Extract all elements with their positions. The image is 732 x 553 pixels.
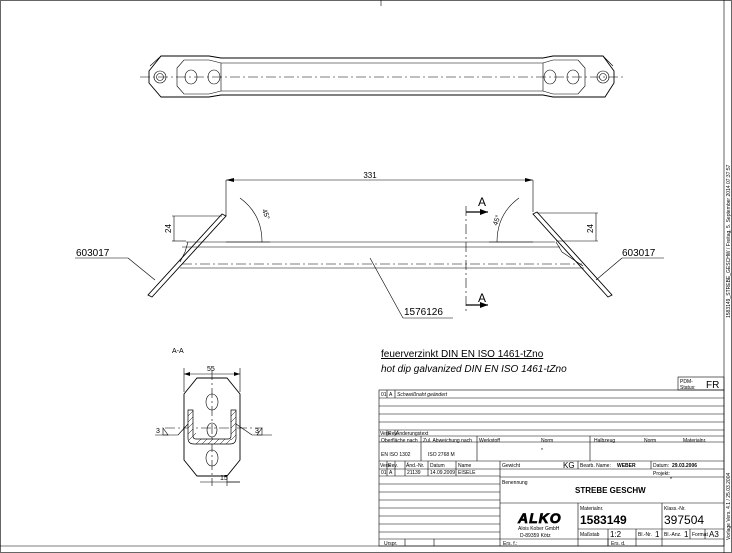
- project-label: Projekt:: [653, 471, 670, 477]
- coating-note-en: hot dip galvanized DIN EN ISO 1461-tZno: [381, 364, 567, 375]
- scale-value: 1:2: [610, 530, 622, 539]
- change-row-text: Schweißnaht geändert: [397, 392, 448, 398]
- company-name: Alois Kober GmbH: [518, 526, 560, 532]
- hist-header-number: Änd.-Nr.: [406, 462, 424, 469]
- weld-size-left: 3: [156, 428, 160, 435]
- change-header-vers: Vers.: [380, 431, 391, 437]
- top-view-strut: [140, 55, 623, 98]
- material-number: 1583149: [580, 513, 627, 527]
- bolt-hole-left-outer: [153, 70, 167, 84]
- dim-section-bottom: 15: [220, 475, 228, 482]
- designation-value: STREBE GESCHW: [575, 486, 646, 495]
- hist-row-number: 21139: [407, 470, 421, 476]
- scale-label: Maßstab: [580, 532, 600, 538]
- tolerance-value: ISO 2768 M: [428, 452, 455, 458]
- dim-length: 331: [363, 171, 377, 180]
- hist-header-name: Name: [458, 463, 472, 469]
- bolt-hole-right-inner-2: [566, 69, 580, 85]
- project-value: *: [670, 477, 672, 483]
- section-hatching: [187, 410, 237, 445]
- change-row-index: 01: [381, 392, 387, 398]
- bolt-hole-left-inner-2: [207, 69, 221, 85]
- sheet-count-value: 1: [684, 530, 689, 539]
- change-header-text: Änderungstext: [396, 430, 429, 437]
- dim-angle-left: 45°: [260, 208, 271, 221]
- replaced-by-label: Ers. d.: [611, 541, 625, 547]
- origin-label: Urspr.: [384, 541, 397, 547]
- part-label-left: 603017: [76, 248, 110, 259]
- editor-label: Bearb. Name:: [580, 463, 611, 469]
- surface-value: EN ISO 1302: [381, 452, 411, 458]
- norm-value: *: [541, 448, 543, 454]
- hist-row-vers: 01: [381, 470, 387, 476]
- side-file-stamp: 1583149_STREBE_GESCHW / Freitag, 5. Sept…: [726, 164, 732, 318]
- weld-size-right: 3: [255, 428, 259, 435]
- company-logo: ALKO: [517, 510, 562, 526]
- date-value: 29.03.2006: [672, 463, 697, 469]
- weight-unit: KG: [563, 461, 575, 470]
- part-label-center: 1576126: [404, 307, 443, 318]
- bolt-hole-right-outer: [596, 70, 610, 84]
- company-address: D-89359 Kötz: [520, 533, 551, 539]
- material-number-label: Materialnr.: [580, 506, 603, 512]
- sheet-no-label: Bl.-Nr.: [638, 532, 652, 538]
- side-view-strut: [75, 178, 664, 319]
- class-number: 397504: [664, 513, 704, 527]
- pdm-label-1: PDM-: [680, 379, 693, 385]
- section-marker-top: A: [478, 195, 486, 209]
- dim-height-right: 24: [586, 224, 595, 233]
- date-label: Datum:: [653, 463, 669, 469]
- section-view-label: A-A: [172, 348, 184, 355]
- hist-row-rev: A: [389, 470, 393, 476]
- weight-label: Gewicht: [502, 463, 521, 469]
- pdm-status: FR: [706, 380, 719, 391]
- bolt-hole-right-inner-1: [543, 69, 557, 85]
- hist-row-name: EISELE: [458, 470, 476, 476]
- part-label-right: 603017: [622, 248, 656, 259]
- dim-angle-right: 45°: [491, 214, 502, 227]
- side-template-version: Vorlage Vers. 4.1 / 25.03.2004: [726, 473, 732, 540]
- semi-label: Halbzeug: [594, 438, 615, 444]
- material-label: Werkstoff: [479, 438, 501, 444]
- title-block: [378, 376, 725, 547]
- editor-value: WEBER: [617, 463, 636, 469]
- designation-label: Benennung: [502, 480, 528, 486]
- semi-norm-label: Norm: [644, 438, 656, 444]
- coating-note-de: feuerverzinkt DIN EN ISO 1461-tZno: [381, 349, 544, 360]
- surface-label: Oberfläche nach: [381, 438, 418, 444]
- format-label: Format: [692, 532, 708, 538]
- tolerance-label: Zul. Abweichung nach: [423, 438, 472, 444]
- sheet-count-label: Bl.-Anz.: [664, 532, 682, 538]
- class-number-label: Klass.-Nr.: [664, 506, 686, 512]
- dim-height-left: 24: [164, 224, 173, 233]
- replaced-for-label: Ers. f.:: [503, 541, 517, 547]
- change-row-rev: A: [389, 392, 393, 398]
- norm-label: Norm: [541, 438, 553, 444]
- change-header-rev: Rev.: [388, 431, 398, 437]
- bolt-hole-left-inner-1: [184, 69, 198, 85]
- hist-row-date: 14.09.2009: [430, 470, 455, 476]
- sheet-no-value: 1: [655, 530, 660, 539]
- pdm-label-2: Status:: [680, 385, 696, 391]
- mat-no-label: Materialnr.: [683, 438, 706, 444]
- section-view-a-a: [155, 368, 272, 486]
- dim-section-width: 55: [207, 366, 215, 373]
- hist-header-rev: Rev.: [388, 463, 398, 469]
- hist-header-vers: Vers.: [380, 463, 391, 469]
- section-marker-bottom: A: [478, 291, 486, 305]
- format-value: A3: [709, 530, 719, 539]
- hist-header-date: Datum: [430, 463, 445, 469]
